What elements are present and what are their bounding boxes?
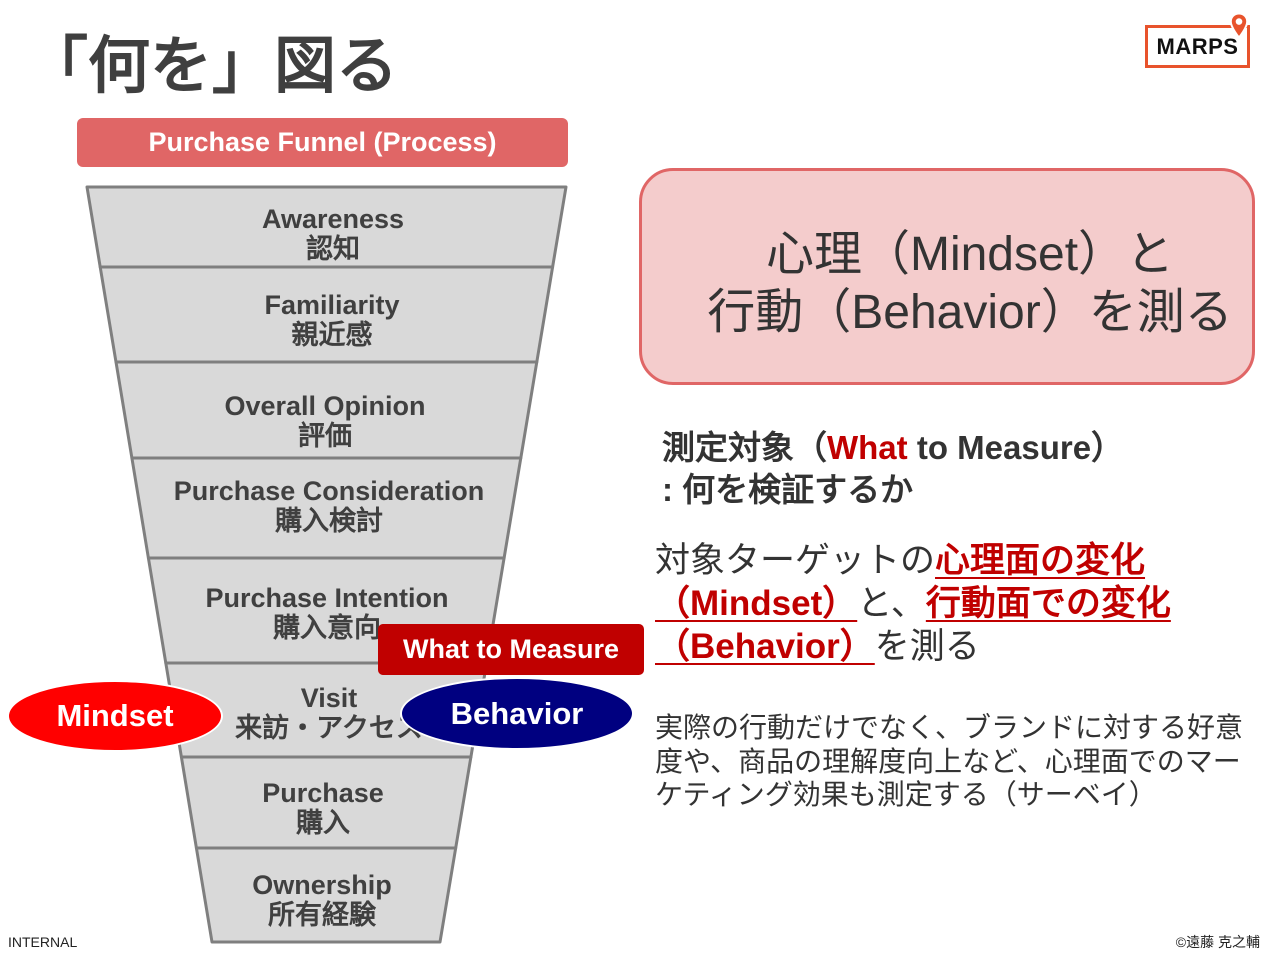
- stage-name-en: Familiarity: [264, 290, 400, 320]
- statement-emphasis-mindset: 心理面の変化: [935, 541, 1146, 580]
- marps-logo: MARPS: [1145, 25, 1250, 68]
- statement-line-2: （Mindset）と、行動面での変化: [655, 582, 1171, 625]
- what-to-measure-label: What to Measure: [378, 624, 644, 675]
- stage-name-en: Purchase Consideration: [173, 476, 485, 506]
- statement-line-1: 対象ターゲットの心理面の変化: [655, 539, 1171, 582]
- heading-emphasis: What: [827, 429, 908, 466]
- heading-text-tail: to Measure）: [907, 429, 1125, 466]
- measure-target-heading: 測定対象（What to Measure） : 何を検証するか: [662, 427, 1124, 511]
- statement-emphasis-behavior: 行動面での変化: [925, 584, 1171, 623]
- statement-emphasis-behavior-term: （Behavior）: [655, 627, 875, 666]
- statement-text: を測る: [874, 627, 980, 666]
- stage-name-ja: 所有経験: [268, 900, 376, 930]
- funnel-stage-visit: Visit 来訪・アクセス: [89, 683, 569, 743]
- stage-name-en: Ownership: [252, 870, 392, 900]
- heading-line-1: 測定対象（What to Measure）: [662, 427, 1124, 469]
- funnel-stage-awareness: Awareness 認知: [93, 204, 573, 264]
- callout-line-1: 心理（Mindset）と: [765, 228, 1175, 281]
- funnel-stage-familiarity: Familiarity 親近感: [92, 290, 572, 350]
- slide-title: 「何を」図る: [26, 32, 399, 101]
- footer-classification: INTERNAL: [8, 934, 78, 950]
- survey-note: 実際の行動だけでなく、ブランドに対する好意度や、商品の理解度向上など、心理面での…: [655, 712, 1244, 810]
- footer-copyright: ©遠藤 克之輔: [1175, 934, 1260, 950]
- stage-name-en: Visit: [300, 683, 358, 713]
- stage-name-ja: 認知: [306, 234, 360, 264]
- location-pin-icon: [1229, 12, 1249, 39]
- stage-name-en: Purchase Intention: [205, 583, 449, 613]
- funnel-header: Purchase Funnel (Process): [77, 118, 568, 167]
- funnel-band-ownership: [194, 846, 458, 944]
- purchase-funnel: [85, 185, 568, 944]
- behavior-ellipse: Behavior: [400, 677, 634, 750]
- statement-emphasis-mindset-term: （Mindset）: [655, 584, 858, 623]
- measure-statement: 対象ターゲットの心理面の変化 （Mindset）と、行動面での変化 （Behav…: [655, 539, 1171, 668]
- statement-line-3: （Behavior）を測る: [655, 625, 1171, 668]
- callout-line-2: 行動（Behavior）を測る: [707, 286, 1233, 339]
- stage-name-ja: 来訪・アクセス: [235, 713, 423, 743]
- funnel-stage-ownership: Ownership 所有経験: [82, 870, 562, 930]
- stage-name-ja: 親近感: [291, 320, 373, 350]
- funnel-stage-purchase-consideration: Purchase Consideration 購入検討: [89, 476, 569, 536]
- statement-text: 対象ターゲットの: [655, 541, 936, 580]
- stage-name-ja: 購入: [296, 808, 350, 838]
- stage-name-en: Overall Opinion: [224, 391, 426, 421]
- mindset-behavior-callout: 心理（Mindset）と 行動（Behavior）を測る: [639, 168, 1255, 385]
- stage-name-ja: 評価: [298, 421, 352, 451]
- funnel-stage-overall-opinion: Overall Opinion 評価: [85, 391, 565, 451]
- heading-subtitle: : 何を検証するか: [662, 471, 914, 508]
- statement-text: と、: [857, 584, 926, 623]
- stage-name-en: Awareness: [261, 204, 405, 234]
- callout-text: 心理（Mindset）と 行動（Behavior）を測る: [690, 226, 1250, 342]
- funnel-stage-purchase: Purchase 購入: [83, 778, 563, 838]
- logo-text: MARPS: [1156, 34, 1239, 59]
- funnel-stage-purchase-intention: Purchase Intention 購入意向: [87, 583, 567, 643]
- heading-text: 測定対象（: [662, 429, 827, 466]
- stage-name-ja: 購入意向: [273, 613, 381, 643]
- mindset-ellipse: Mindset: [7, 680, 223, 752]
- stage-name-en: Purchase: [262, 778, 384, 808]
- stage-name-ja: 購入検討: [275, 506, 383, 536]
